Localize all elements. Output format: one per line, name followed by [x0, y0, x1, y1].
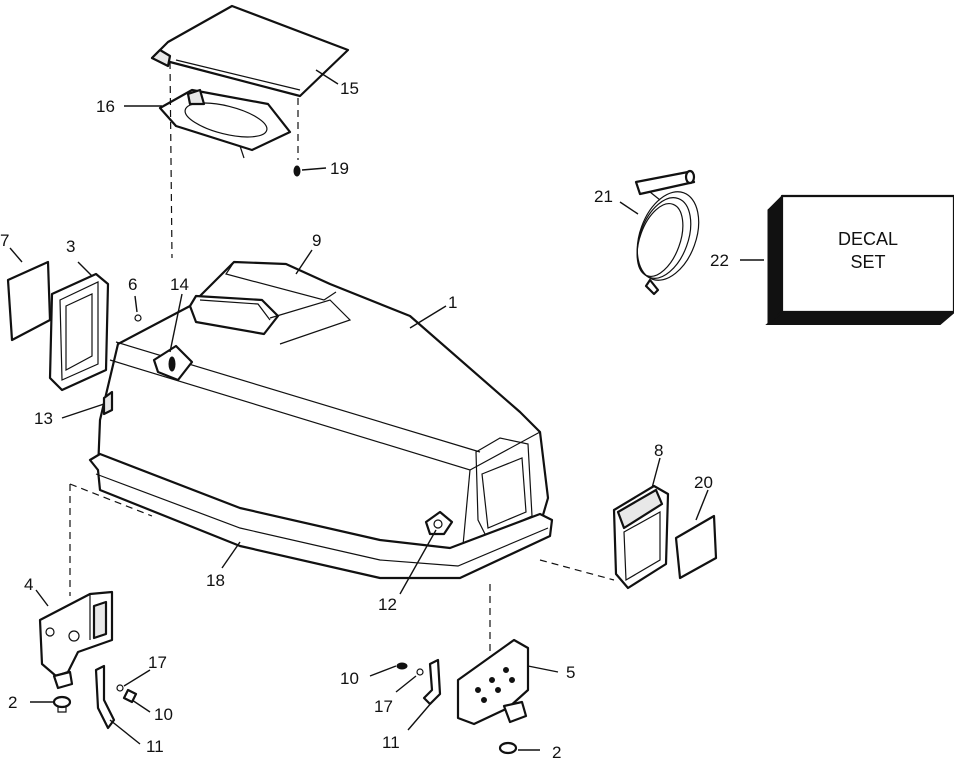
part-17-washer-left — [116, 684, 124, 692]
callout-22: 22 — [710, 251, 729, 270]
part-16-gasket — [158, 88, 292, 159]
part-2-bumper-right — [498, 741, 518, 755]
callout-11-right: 11 — [382, 733, 400, 752]
callout-7: 7 — [0, 231, 9, 250]
assembly-line-front — [69, 483, 153, 517]
callout-20: 20 — [694, 473, 713, 492]
callout-17-right: 17 — [374, 697, 393, 716]
callout-19: 19 — [330, 159, 349, 178]
part-11-clip-left — [94, 664, 116, 730]
part-22-decal-set-box: DECAL SET — [765, 194, 954, 326]
part-7-decal — [6, 260, 52, 342]
assembly-line-lid — [169, 61, 173, 259]
callout-11-left: 11 — [146, 737, 164, 756]
callout-16: 16 — [96, 97, 115, 116]
callout-12: 12 — [378, 595, 397, 614]
part-10-screw-right — [396, 662, 408, 670]
callout-8: 8 — [654, 441, 663, 460]
decal-box-line2: SET — [850, 252, 885, 272]
part-20-decal — [674, 514, 718, 580]
part-4-bracket — [38, 590, 114, 690]
callout-9: 9 — [312, 231, 321, 250]
part-19-screw — [293, 165, 301, 177]
part-11-clip-right — [422, 658, 442, 706]
callout-6: 6 — [128, 275, 137, 294]
part-3-side-panel — [48, 272, 110, 392]
callout-10-left: 10 — [154, 705, 173, 724]
part-17-washer-right — [416, 668, 424, 676]
part-1-engine-cover — [88, 260, 554, 580]
part-8-side-panel — [612, 484, 670, 590]
callout-3: 3 — [66, 237, 75, 256]
part-21-lanyard-cable — [634, 169, 700, 296]
callout-labels: 1 2 2 3 4 5 6 7 8 9 10 10 11 11 12 13 14… — [0, 79, 729, 759]
part-5-bracket — [456, 638, 530, 726]
assembly-line-right-panel — [539, 559, 615, 581]
callout-14: 14 — [170, 275, 189, 294]
leader-lines — [9, 69, 764, 751]
decal-box-line1: DECAL — [838, 229, 898, 249]
part-10-screw-left — [122, 688, 138, 704]
callout-5: 5 — [566, 663, 575, 682]
callout-4: 4 — [24, 575, 33, 594]
callout-10-right: 10 — [340, 669, 359, 688]
callout-17-left: 17 — [148, 653, 167, 672]
callout-15: 15 — [340, 79, 359, 98]
part-6-small-screw — [134, 314, 142, 322]
callout-18: 18 — [206, 571, 225, 590]
callout-21: 21 — [594, 187, 613, 206]
callout-13: 13 — [34, 409, 53, 428]
callout-2-left: 2 — [8, 693, 17, 712]
callout-1: 1 — [448, 293, 457, 312]
part-2-bumper-left — [52, 695, 72, 713]
callout-2-right: 2 — [552, 743, 561, 759]
part-15-top-lid — [150, 4, 350, 98]
